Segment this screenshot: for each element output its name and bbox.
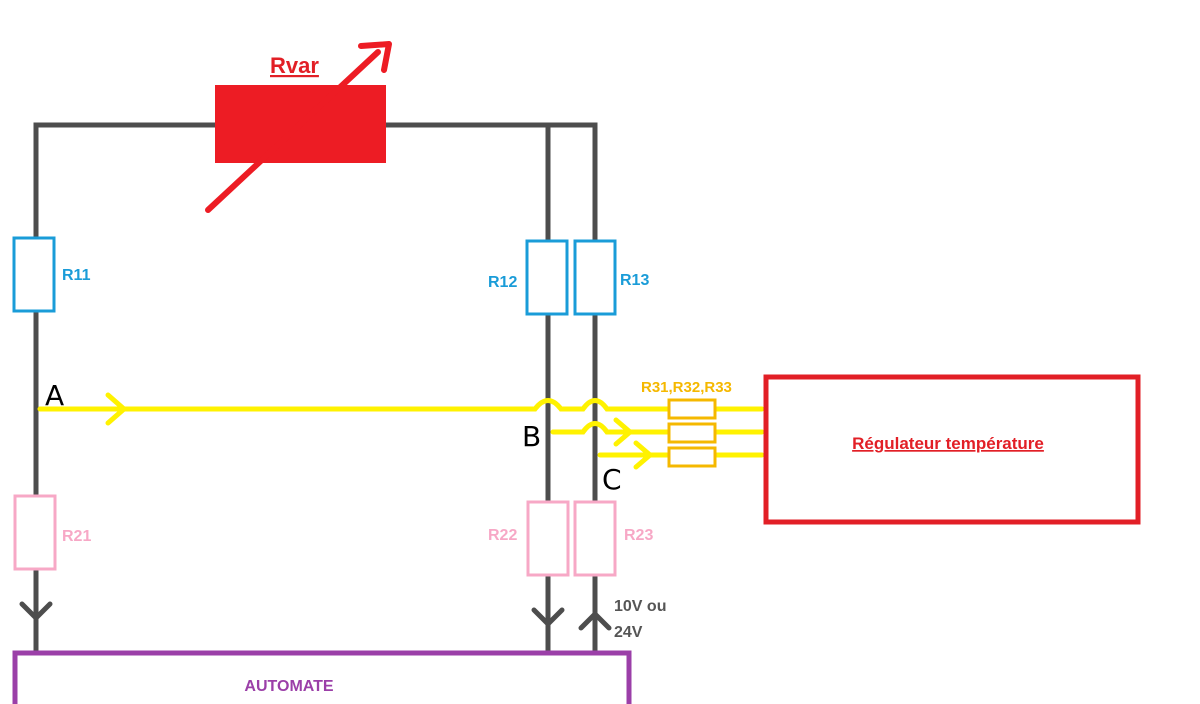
regulator-box (763, 374, 1141, 525)
r23-resistor (573, 500, 617, 577)
node-c-label: C (602, 463, 622, 496)
r13-resistor (573, 239, 617, 316)
arrow-head-a (105, 392, 127, 426)
r11-resistor (12, 236, 56, 313)
voltage-label-line2: 24V (614, 624, 643, 641)
r21-resistor (13, 494, 57, 571)
rvar-label: Rvar (270, 53, 319, 78)
r3x-resistors (667, 398, 717, 468)
node-b-label: B (522, 420, 541, 453)
r32-resistor (667, 422, 717, 444)
signal-lines (37, 398, 765, 458)
flow-arrows (19, 601, 612, 631)
r23-label: R23 (624, 527, 653, 544)
r31-resistor (667, 398, 717, 420)
r21-label: R21 (62, 528, 91, 545)
rvar-arrow-head (358, 41, 392, 73)
voltage-label-line1: 10V ou (614, 598, 666, 615)
r33-resistor (667, 446, 717, 468)
r22-label: R22 (488, 527, 517, 544)
wire-top-loop (33, 122, 598, 653)
up-arrow-r23 (578, 611, 612, 631)
signal-arrows (105, 392, 653, 470)
r13-label: R13 (620, 272, 649, 289)
regulator-label: Régulateur température (852, 434, 1044, 453)
down-arrow-r22 (531, 607, 565, 627)
automate-box (12, 650, 632, 704)
arrow-head-b (613, 417, 633, 447)
down-arrow-left (19, 601, 53, 621)
arrow-head-c (633, 440, 653, 470)
r11-label: R11 (62, 267, 91, 284)
signal-line-b (550, 421, 765, 435)
r12-label: R12 (488, 274, 517, 291)
wires (33, 122, 598, 653)
node-a-label: A (45, 379, 64, 412)
automate-label: AUTOMATE (244, 678, 334, 695)
signal-line-a (37, 398, 765, 412)
r3x-label: R31,R32,R33 (641, 379, 732, 396)
r22-resistor (526, 500, 570, 577)
r12-resistor (525, 239, 569, 316)
rvar-arrow-shaft (205, 49, 381, 213)
